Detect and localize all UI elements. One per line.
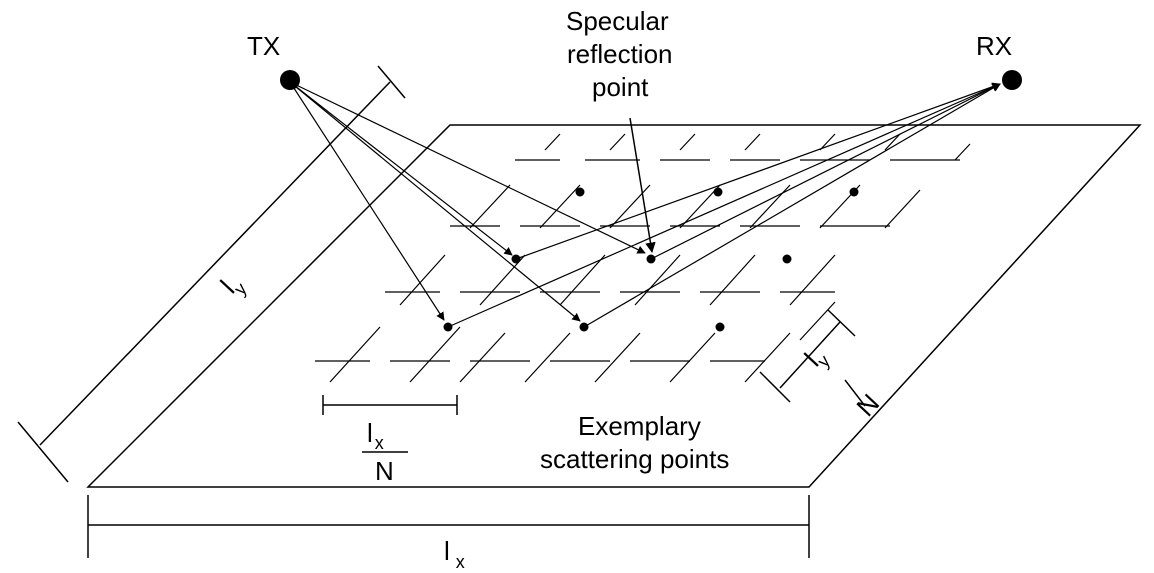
scatter-point <box>849 187 859 197</box>
ly-over-n-dimension <box>759 309 866 407</box>
grid-row-lines <box>315 159 960 362</box>
scatter-point <box>782 254 792 264</box>
tx-node <box>280 70 300 90</box>
ly-dimension <box>17 65 406 483</box>
specular-pointer <box>629 117 656 254</box>
specular-label-line1: Specular <box>566 6 669 36</box>
lx-dimension <box>87 495 810 558</box>
lx-over-n-denominator: N <box>375 456 394 486</box>
scatter-point <box>713 187 723 197</box>
ground-plane <box>86 124 1142 488</box>
svg-text:ly: ly <box>214 268 250 303</box>
exemplary-label-line1: Exemplary <box>578 411 701 441</box>
rx-rays <box>447 82 1001 328</box>
tx-rays <box>289 81 646 322</box>
svg-text:ly: ly <box>798 341 834 376</box>
rx-label: RX <box>976 31 1012 61</box>
specular-label-line2: reflection <box>567 39 673 69</box>
lx-over-n-dimension <box>322 395 458 453</box>
scatter-point <box>575 187 585 197</box>
scatter-point <box>715 322 725 332</box>
tx-label: TX <box>247 31 280 61</box>
rx-node <box>1002 70 1022 90</box>
ly-label: ly <box>214 268 250 303</box>
ly-over-n-label: ly <box>798 341 834 376</box>
exemplary-label-line2: scattering points <box>540 444 729 474</box>
specular-label-line3: point <box>592 72 649 102</box>
